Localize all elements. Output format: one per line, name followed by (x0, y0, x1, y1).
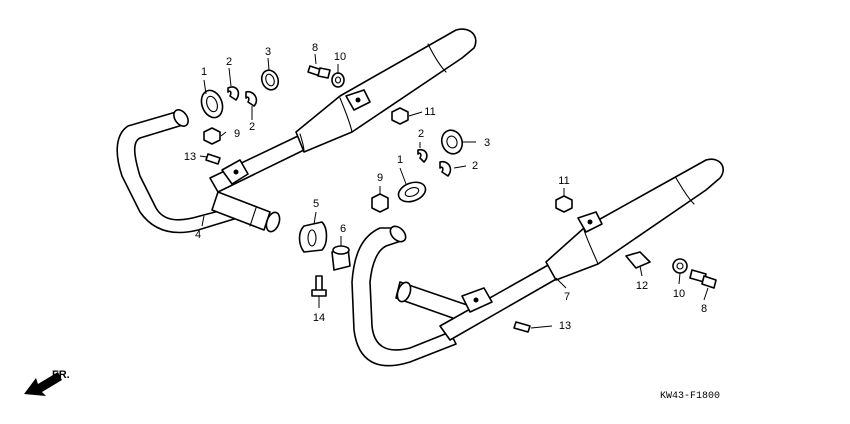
callout-13: 13 (559, 320, 571, 332)
callout-11: 11 (558, 175, 569, 187)
collar-6 (331, 245, 351, 271)
clamp-5 (298, 221, 328, 253)
callout-9: 9 (377, 172, 383, 184)
callout-10: 10 (334, 51, 346, 63)
bolt-8b (689, 269, 717, 289)
nut-9a (203, 127, 221, 145)
callout-2: 2 (418, 128, 424, 140)
washer-10b (672, 258, 688, 274)
callout-4: 4 (195, 229, 201, 241)
callout-13: 13 (184, 151, 196, 163)
gasket-ring-1b (397, 181, 427, 203)
collar-2b (245, 90, 258, 107)
callout-8: 8 (701, 303, 707, 315)
callout-8: 8 (312, 42, 318, 54)
callout-3: 3 (484, 137, 490, 149)
callout-9: 9 (234, 128, 240, 140)
callout-1: 1 (201, 66, 207, 78)
bolt-13b (513, 321, 531, 333)
gasket-ring-1a (200, 89, 224, 119)
collar-2d (439, 160, 452, 177)
leader-lines (199, 53, 709, 329)
callout-10: 10 (673, 288, 685, 300)
callout-14: 14 (313, 312, 325, 324)
nut-12 (625, 251, 651, 269)
bolt-13a (205, 153, 221, 165)
callout-7: 7 (564, 291, 570, 303)
callout-2: 2 (249, 121, 255, 133)
upper-muffler-assembly (116, 28, 477, 234)
gasket-3b (440, 129, 464, 155)
collar-2a (227, 86, 240, 101)
bolt-14 (311, 275, 327, 297)
collar-2c (417, 148, 428, 163)
lower-muffler-assembly (351, 158, 724, 367)
callouts: 1 2 2 3 8 10 9 13 4 5 6 14 11 2 3 1 2 9 … (184, 42, 707, 332)
front-direction-arrow-icon: FR. (24, 369, 70, 396)
callout-11: 11 (424, 106, 435, 118)
callout-12: 12 (636, 280, 648, 292)
nut-11a (391, 107, 409, 125)
front-direction-label: FR. (52, 369, 70, 381)
washer-10a (331, 72, 345, 88)
callout-3: 3 (265, 46, 271, 58)
callout-2: 2 (226, 56, 232, 68)
callout-6: 6 (340, 223, 346, 235)
gasket-3a (260, 69, 280, 91)
nut-9b (371, 193, 389, 213)
callout-1: 1 (397, 154, 403, 166)
callout-2: 2 (472, 160, 478, 172)
figure-code: KW43-F1800 (660, 391, 720, 402)
nut-11b (555, 195, 573, 213)
callout-5: 5 (313, 198, 319, 210)
bolt-8a (307, 65, 331, 79)
